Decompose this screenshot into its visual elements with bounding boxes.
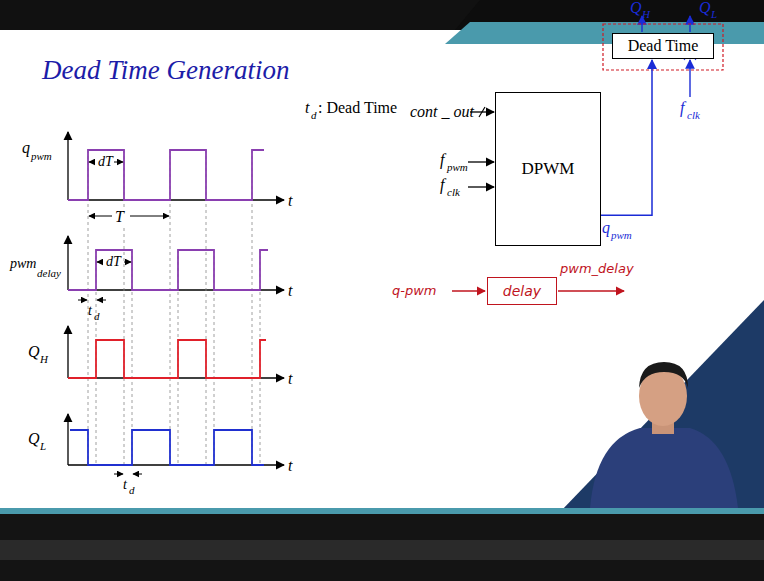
- subscript: H: [40, 354, 48, 365]
- dimension: dT: [97, 155, 114, 169]
- output-name: Q: [630, 0, 642, 16]
- signal-name: q: [22, 140, 30, 156]
- subscript: d: [311, 110, 317, 121]
- signal-name: pwm: [10, 257, 36, 271]
- dimension: t: [123, 478, 127, 492]
- definition: : Dead Time: [318, 100, 397, 116]
- dimension: dT: [105, 255, 122, 269]
- dimension: T: [114, 209, 125, 225]
- subscript: L: [711, 9, 717, 20]
- axis-label: t: [288, 371, 292, 387]
- block-label: Dead Time: [628, 37, 699, 55]
- subscript: pwm: [31, 151, 52, 162]
- dead-time-block: Dead Time: [612, 33, 714, 59]
- presenter-figure: [590, 362, 738, 508]
- dimension: t: [88, 304, 92, 318]
- subscript: clk: [687, 110, 700, 121]
- signal-name: Q: [28, 431, 40, 447]
- signal-name: Q: [28, 344, 40, 360]
- handwritten-note: q-pwm: [392, 284, 437, 297]
- subscript: d: [129, 485, 135, 496]
- subscript: delay: [37, 268, 61, 279]
- symbol: t: [305, 100, 309, 116]
- subscript: clk: [447, 187, 460, 198]
- signal-name: q: [602, 220, 610, 236]
- subscript: H: [642, 9, 650, 20]
- dpwm-block: DPWM: [495, 92, 601, 246]
- block-label: DPWM: [522, 159, 575, 179]
- axis-label: t: [288, 193, 292, 209]
- axis-label: t: [288, 458, 292, 474]
- axis-label: t: [288, 283, 292, 299]
- slide-title: Dead Time Generation: [42, 55, 289, 86]
- subscript: pwm: [447, 162, 468, 173]
- signal-connector: [601, 60, 652, 215]
- input-name: f: [440, 152, 444, 168]
- subscript: L: [40, 441, 46, 452]
- input-name: cont _ out: [410, 104, 474, 120]
- input-name: f: [680, 100, 684, 116]
- subscript: pwm: [611, 230, 632, 241]
- block-label: delay: [503, 283, 541, 299]
- output-name: Q: [699, 0, 711, 16]
- handwritten-note: pwm_delay: [560, 262, 634, 275]
- subscript: d: [94, 311, 100, 322]
- delay-block: delay: [487, 277, 557, 305]
- input-name: f: [440, 177, 444, 193]
